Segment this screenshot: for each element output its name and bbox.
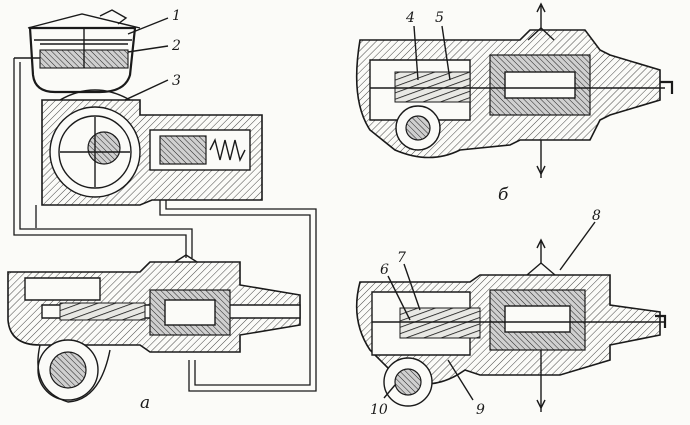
pump-assembly xyxy=(13,9,317,392)
hydraulic-lines-a xyxy=(13,58,317,392)
steering-gear-c xyxy=(355,238,667,412)
part-label-9: 9 xyxy=(476,402,485,418)
part-label-7: 7 xyxy=(397,250,406,266)
part-labels: 1 2 3 4 5 6 7 8 9 10 xyxy=(171,8,601,418)
caption-view-a: a xyxy=(140,393,150,413)
relief-valve-spring xyxy=(209,137,246,163)
relief-valve-plunger xyxy=(159,135,207,165)
part-label-6: 6 xyxy=(380,262,389,278)
leader-lines xyxy=(124,17,596,401)
view-captions: a б xyxy=(140,185,509,413)
pump-rotor xyxy=(87,131,121,165)
screw-shaft-b xyxy=(394,71,471,103)
steering-gear-a xyxy=(7,254,301,403)
screw-shaft-c xyxy=(399,307,481,339)
part-label-5: 5 xyxy=(435,10,444,26)
screw-shaft-a xyxy=(59,302,146,321)
part-label-1: 1 xyxy=(172,8,181,24)
part-label-8: 8 xyxy=(592,208,601,224)
part-label-10: 10 xyxy=(370,402,388,418)
pump-body xyxy=(41,89,263,206)
part-label-3: 3 xyxy=(172,73,181,89)
steering-gear-b xyxy=(355,2,674,178)
caption-view-b: б xyxy=(498,185,509,205)
part-label-4: 4 xyxy=(405,10,415,26)
reservoir xyxy=(14,9,141,94)
part-label-2: 2 xyxy=(171,38,181,54)
